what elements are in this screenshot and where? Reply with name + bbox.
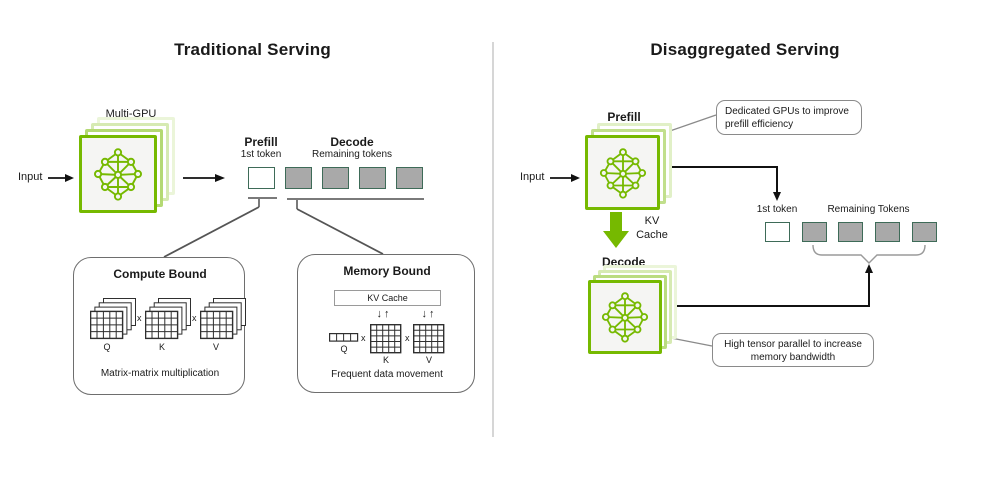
left-prefill-label: Prefill — [244, 135, 278, 149]
left-decode-token — [359, 167, 386, 189]
compute-v-label: V — [212, 342, 219, 352]
left-decode-token — [285, 167, 312, 189]
decode-to-tokens-arrowhead — [865, 264, 873, 273]
k-matrix-stack — [145, 298, 192, 340]
kv-cache-bar: KV Cache — [334, 290, 441, 306]
compute-bound-box: Compute Bound x x Q K V Matrix-matrix mu… — [73, 257, 247, 395]
updown-arrows-v: ↓↑ — [421, 308, 437, 320]
memory-op1: x — [361, 333, 366, 343]
left-first-token-box — [248, 167, 275, 189]
memory-op2: x — [405, 333, 410, 343]
left-decode-token — [396, 167, 423, 189]
first-token-label: 1st token — [756, 204, 798, 215]
compute-k-label: K — [158, 342, 165, 352]
callout-decode-leader — [670, 337, 713, 347]
neural-network-icon — [93, 148, 143, 201]
v-matrix-grid — [413, 324, 445, 354]
left-title: Traditional Serving — [174, 40, 331, 59]
kv-label-line1: KV — [644, 215, 660, 227]
left-decode-label: Decode — [330, 135, 374, 149]
callout-decode: High tensor parallel to increase memory … — [712, 333, 874, 367]
k-matrix-grid — [370, 324, 402, 354]
gpu-layer-front — [588, 280, 662, 354]
right-input-label: Input — [520, 171, 545, 183]
q-matrix-stack — [90, 298, 137, 340]
memory-v-label: V — [425, 355, 432, 365]
kv-cache-arrow — [603, 212, 629, 248]
compute-q-label: Q — [103, 342, 111, 352]
neural-network-icon — [599, 147, 646, 199]
prefill-to-compute-leader — [163, 206, 260, 258]
left-decode-sub: Remaining tokens — [311, 149, 393, 160]
right-title: Disaggregated Serving — [650, 40, 840, 59]
left-input-label: Input — [18, 171, 43, 183]
neural-network-icon — [601, 292, 649, 343]
right-decode-token — [838, 222, 863, 242]
memory-bound-caption: Frequent data movement — [331, 369, 443, 380]
memory-k-label: K — [382, 355, 389, 365]
compute-op1: x — [137, 313, 142, 323]
compute-bound-caption: Matrix-matrix multiplication — [100, 368, 220, 379]
gpu-layer-front — [585, 135, 660, 210]
left-prefill-sub: 1st token — [240, 149, 282, 160]
callout-decode-line1: High tensor parallel to increase — [724, 339, 862, 350]
right-decode-token — [875, 222, 900, 242]
updown-arrows-k: ↓↑ — [376, 308, 392, 320]
right-prefill-label: Prefill — [607, 110, 641, 124]
compute-bound-title: Compute Bound — [113, 267, 207, 281]
callout-prefill-line2: prefill efficiency — [725, 119, 794, 131]
left-input-arrowhead — [65, 174, 74, 182]
right-decode-token — [912, 222, 937, 242]
right-decode-token — [802, 222, 827, 242]
memory-bound-box: Memory Bound KV Cache ↓↑ ↓↑ Q x x K V Fr… — [297, 254, 475, 393]
kv-label-line2: Cache — [636, 229, 668, 241]
left-gpu-to-tokens-arrowhead — [215, 174, 225, 182]
memory-bound-title: Memory Bound — [343, 264, 431, 278]
callout-prefill-line1: Dedicated GPUs to improve — [725, 106, 849, 117]
v-matrix-stack — [200, 298, 247, 340]
callout-decode-line2: memory bandwidth — [750, 352, 836, 364]
left-decode-token — [322, 167, 349, 189]
remaining-tokens-brace — [812, 244, 926, 264]
prefill-to-token-arrowhead — [773, 192, 781, 201]
callout-prefill: Dedicated GPUs to improve prefill effici… — [716, 100, 862, 135]
remaining-tokens-label: Remaining Tokens — [827, 204, 910, 215]
q-row-vector — [329, 333, 359, 342]
right-first-token-box — [765, 222, 790, 242]
memory-q-label: Q — [340, 344, 348, 354]
compute-op2: x — [192, 313, 197, 323]
right-input-arrowhead — [571, 174, 580, 182]
callout-prefill-leader — [666, 114, 717, 133]
gpu-layer-front — [79, 135, 157, 213]
decode-to-memory-leader — [296, 208, 384, 255]
